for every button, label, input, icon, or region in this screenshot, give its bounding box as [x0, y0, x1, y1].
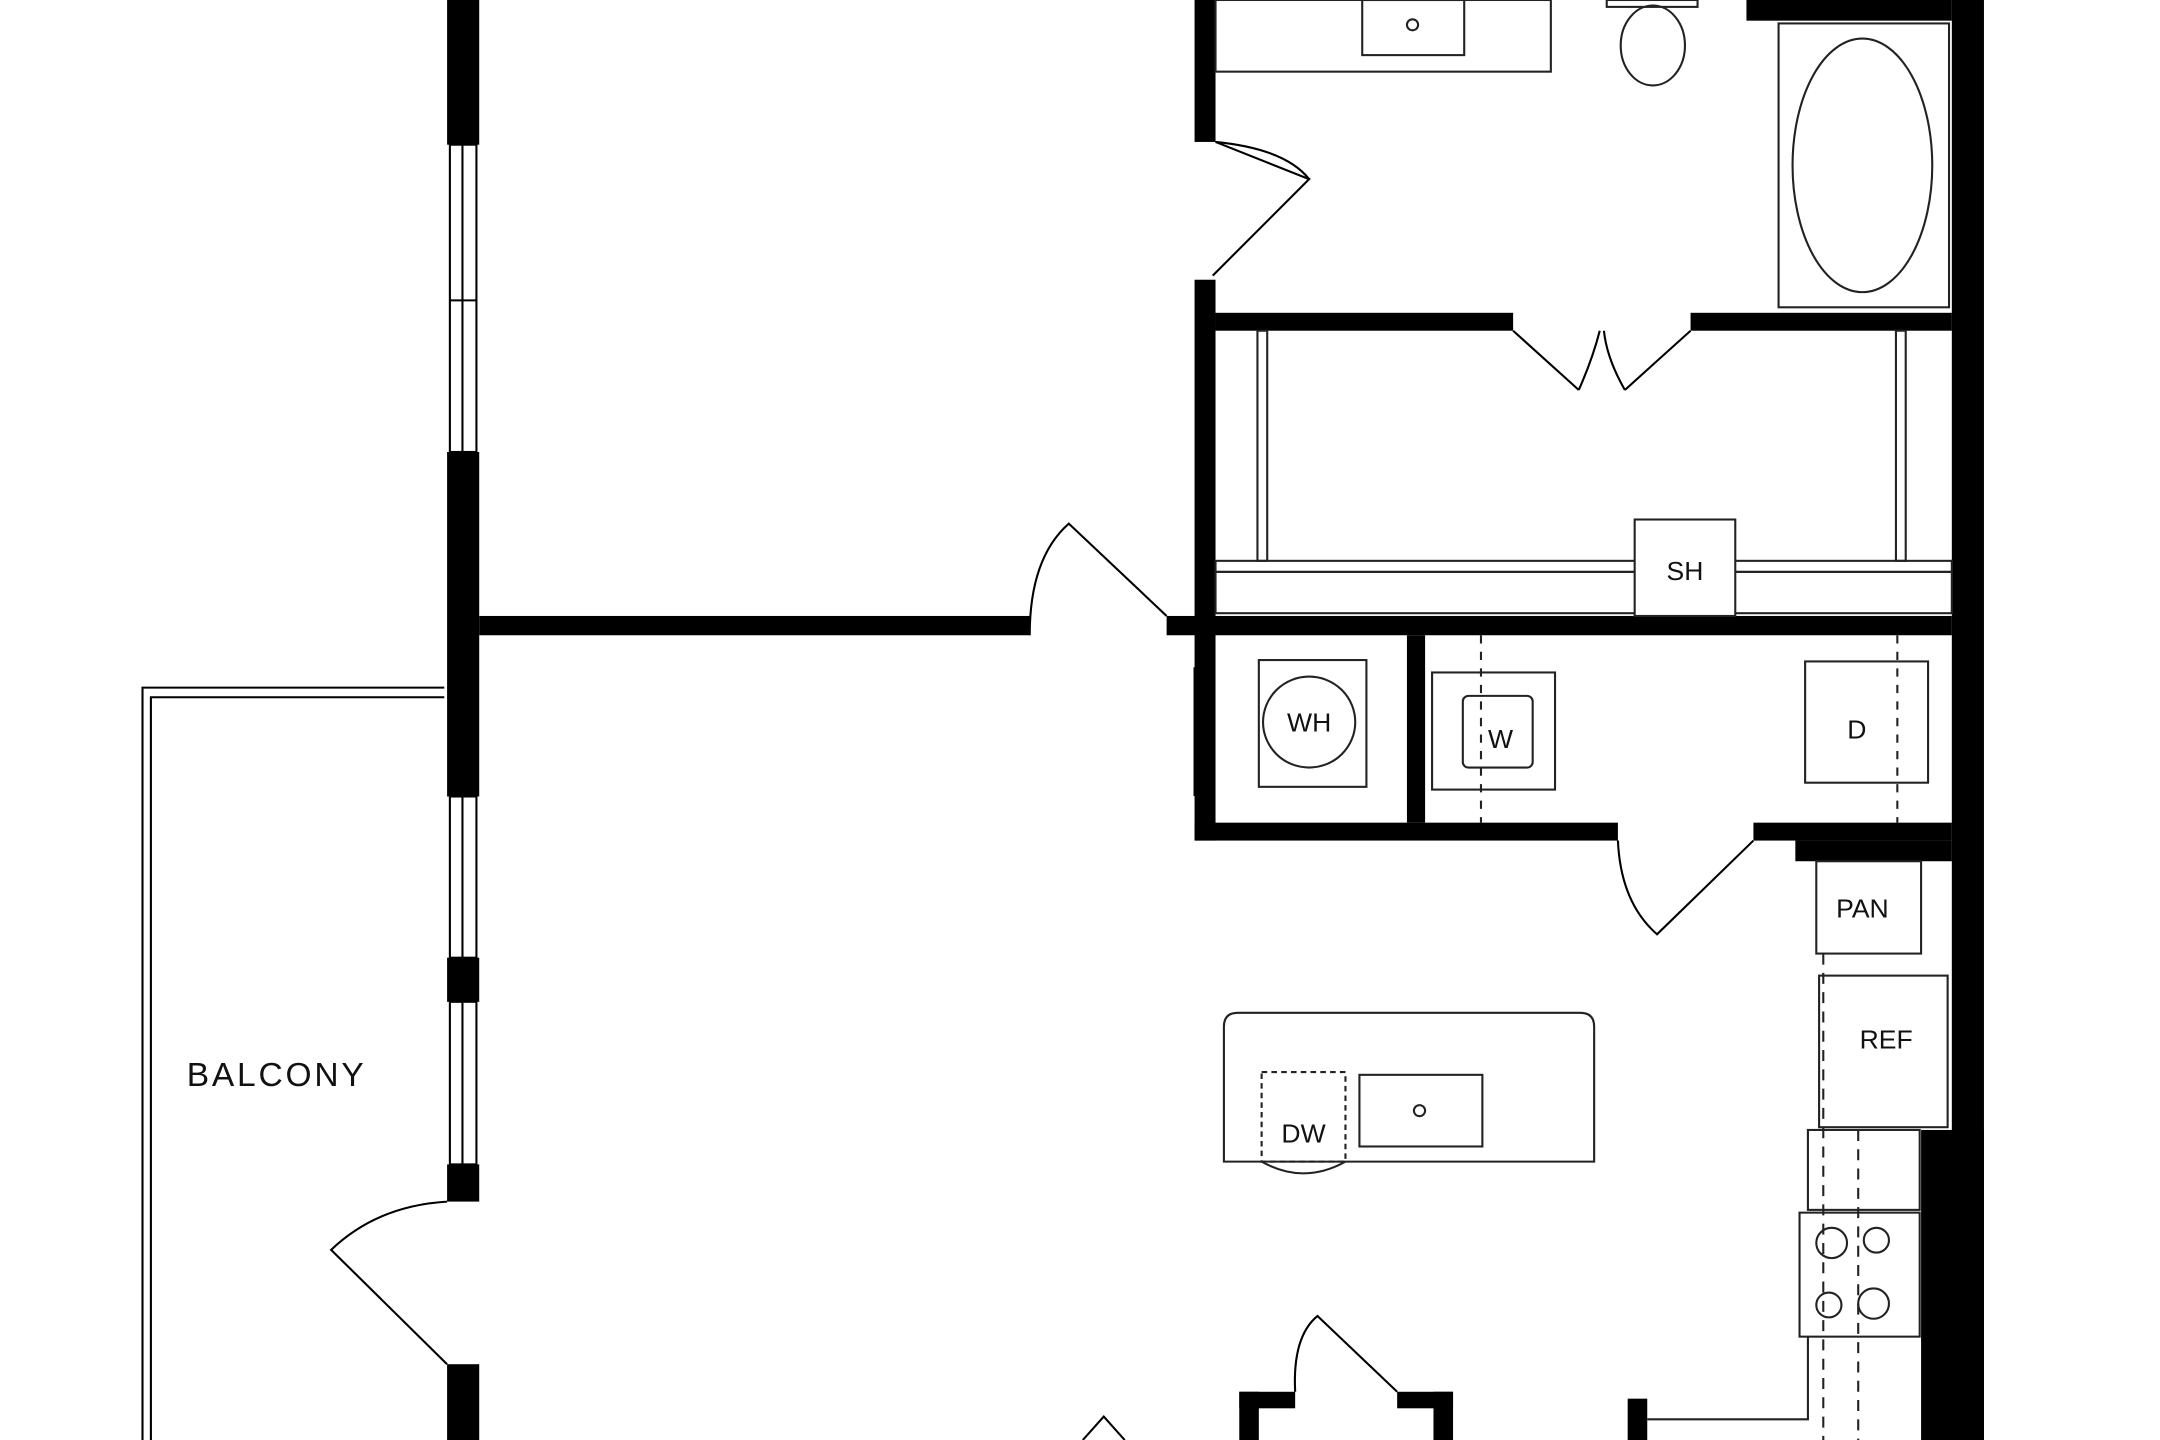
balcony-label: BALCONY	[187, 1057, 367, 1094]
fixtures	[1214, 0, 1953, 1440]
water-heater-label: WH	[1287, 708, 1331, 738]
doors	[329, 140, 1755, 1440]
pantry-label: PAN	[1836, 894, 1889, 924]
windows	[448, 143, 478, 1166]
balcony	[141, 686, 445, 1440]
dryer-label: D	[1847, 715, 1866, 745]
shelf-label: SH	[1667, 556, 1704, 586]
dishwasher-label: DW	[1281, 1119, 1325, 1149]
walls	[447, 0, 1984, 1440]
refrigerator-label: REF	[1860, 1025, 1913, 1055]
washer-label: W	[1488, 724, 1513, 754]
room-labels: BALCONY SH WH W D PAN REF DW	[187, 556, 1913, 1148]
